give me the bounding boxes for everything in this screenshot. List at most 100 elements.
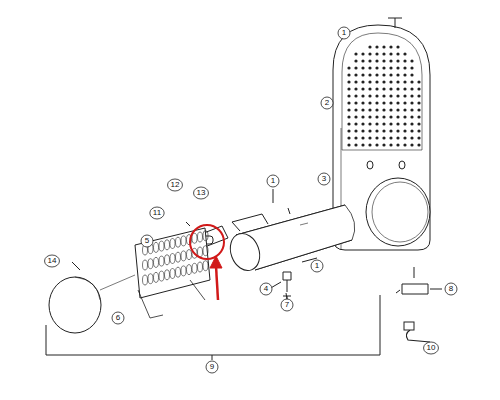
vent-hole [361,66,364,69]
vent-hole [347,80,350,83]
vent-hole [389,87,392,90]
coil-turn [176,237,181,247]
coil-turn [181,251,186,261]
callout-circle [150,207,164,219]
vent-hole [347,108,350,111]
vent-hole [410,66,413,69]
vent-hole [375,115,378,118]
vent-hole [389,59,392,62]
callout-circle [338,27,350,39]
coil-turn [170,239,175,249]
vent-hole [368,52,371,55]
vent-hole [417,115,420,118]
vent-hole [396,59,399,62]
callout-circle [311,260,323,272]
vent-hole [375,136,378,139]
vent-hole [347,94,350,97]
vent-hole [375,87,378,90]
vent-hole [361,136,364,139]
vent-hole [403,94,406,97]
coil-turn [187,265,192,275]
vent-hole [417,94,420,97]
vent-hole [389,73,392,76]
vent-hole [417,129,420,132]
vent-hole [403,115,406,118]
vent-hole [361,87,364,90]
coil-turn [159,256,164,266]
vent-hole [375,143,378,146]
vent-hole [403,80,406,83]
vent-hole [382,73,385,76]
vent-hole [375,80,378,83]
vent-hole [410,73,413,76]
vent-hole [396,45,399,48]
vent-hole [410,80,413,83]
callout-circle [424,342,439,354]
vent-hole [410,143,413,146]
vent-hole [396,115,399,118]
callout-number: 1 [271,177,275,185]
vent-hole [382,143,385,146]
vent-hole [382,80,385,83]
vent-hole [396,73,399,76]
callout-number: 14 [48,257,57,265]
vent-hole [354,122,357,125]
coil-turn [170,254,175,264]
callout-circle [318,173,330,185]
callout-number: 8 [449,285,453,293]
vent-hole [389,108,392,111]
vent-hole [417,143,420,146]
callout-number: 4 [264,285,268,293]
vent-hole [382,129,385,132]
vent-hole [375,101,378,104]
vent-hole [368,143,371,146]
callout-circle [321,97,333,109]
vent-hole [389,52,392,55]
vent-hole [410,108,413,111]
vent-hole [347,122,350,125]
vent-hole [347,87,350,90]
vent-hole [410,101,413,104]
vent-hole [354,59,357,62]
vent-hole [382,94,385,97]
coil-turn [143,275,148,285]
vent-hole [354,129,357,132]
vent-hole [403,101,406,104]
coil-turn [187,250,192,260]
vent-hole [375,122,378,125]
vent-hole [417,136,420,139]
vent-hole [354,73,357,76]
coil-turn [198,232,203,242]
coil-turn [159,271,164,281]
vent-hole [368,94,371,97]
callout-circle [267,175,279,187]
vent-hole [403,66,406,69]
callout-number: 2 [325,99,329,107]
vent-hole [368,115,371,118]
vent-hole [375,108,378,111]
vent-hole [396,87,399,90]
vent-hole [396,122,399,125]
vent-hole [368,129,371,132]
vent-hole [368,101,371,104]
vent-hole [389,129,392,132]
callout-circle [141,235,153,247]
vent-hole [410,94,413,97]
callout-number: 7 [285,301,289,309]
vent-hole [403,59,406,62]
vent-hole [382,108,385,111]
vent-hole [347,115,350,118]
vent-hole [354,143,357,146]
vent-hole [375,45,378,48]
vent-hole [382,66,385,69]
vent-hole [354,66,357,69]
vent-hole [389,80,392,83]
vent-hole [368,80,371,83]
callout-number: 12 [171,181,180,189]
vent-hole [375,52,378,55]
vent-hole [368,87,371,90]
vent-hole [389,101,392,104]
vent-hole [361,129,364,132]
vent-hole [382,45,385,48]
vent-hole [410,87,413,90]
